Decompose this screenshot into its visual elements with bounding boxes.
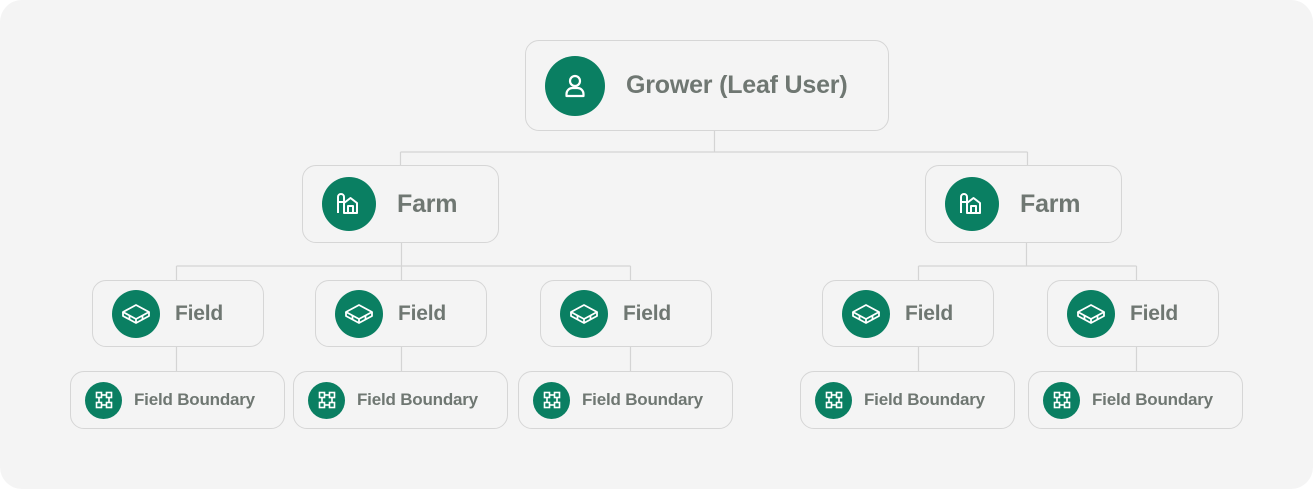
grower-node: Grower (Leaf User)	[525, 40, 889, 131]
connector-fields-to-boundaries	[175, 347, 1138, 371]
field-boundary-icon	[1043, 381, 1080, 419]
field-label: Field	[398, 301, 447, 325]
field-boundary-label: Field Boundary	[582, 390, 703, 409]
farm-barn-silo-icon	[322, 177, 376, 231]
field-boundary-label: Field Boundary	[134, 390, 255, 409]
user-icon	[545, 55, 605, 116]
field-boundary-node: Field Boundary	[293, 371, 508, 429]
field-boundary-icon	[815, 381, 852, 419]
field-node: Field	[1047, 280, 1219, 347]
farm-barn-silo-icon	[945, 177, 999, 231]
field-boundary-label: Field Boundary	[864, 390, 985, 409]
field-boundary-label: Field Boundary	[357, 390, 478, 409]
farm-label: Farm	[397, 189, 458, 218]
field-boundary-icon	[533, 381, 570, 419]
field-boundary-node: Field Boundary	[800, 371, 1015, 429]
field-node: Field	[92, 280, 264, 347]
field-node: Field	[315, 280, 487, 347]
field-boundary-node: Field Boundary	[518, 371, 733, 429]
field-boundary-node: Field Boundary	[1028, 371, 1243, 429]
farm-node: Farm	[925, 165, 1122, 243]
connector-root-to-farms	[399, 131, 1029, 165]
field-boundary-icon	[85, 381, 122, 419]
farm-label: Farm	[1020, 189, 1081, 218]
grower-label: Grower (Leaf User)	[626, 71, 848, 99]
field-label: Field	[1130, 301, 1179, 325]
farm-node: Farm	[302, 165, 499, 243]
field-icon	[842, 289, 890, 338]
connector-farm2-to-fields	[917, 243, 1138, 280]
field-label: Field	[905, 301, 954, 325]
field-icon	[560, 289, 608, 338]
field-boundary-icon	[308, 381, 345, 419]
connector-farm1-to-fields	[175, 243, 632, 280]
field-icon	[1067, 289, 1115, 338]
field-boundary-node: Field Boundary	[70, 371, 285, 429]
field-boundary-label: Field Boundary	[1092, 390, 1213, 409]
field-label: Field	[623, 301, 672, 325]
field-icon	[112, 289, 160, 338]
field-node: Field	[540, 280, 712, 347]
field-label: Field	[175, 301, 224, 325]
field-icon	[335, 289, 383, 338]
field-node: Field	[822, 280, 994, 347]
